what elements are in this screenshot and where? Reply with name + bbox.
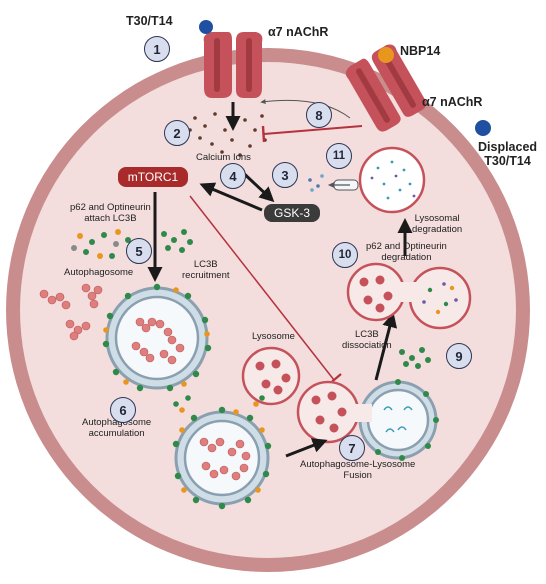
fusion-structure: [296, 379, 439, 461]
ligand-nbp14: [378, 47, 394, 63]
label-p62-degrad: p62 and Optineurin degradation: [366, 241, 447, 263]
gsk3-box: GSK-3: [264, 204, 320, 222]
label-lc3b-recruit: LC3B recruitment: [182, 259, 230, 281]
inhibit-line-8: [263, 125, 363, 135]
receptor-top: [203, 32, 263, 98]
inhibit-bar-8: [261, 125, 266, 143]
ligand-displaced: [475, 120, 491, 136]
autophagosome-top: [102, 283, 212, 392]
label-a7-nachr-top: α7 nAChR: [268, 25, 329, 39]
step-7: 7: [339, 435, 365, 461]
label-fusion: Autophagosome-Lysosome Fusion: [300, 459, 416, 481]
degradation-structure: [346, 262, 472, 330]
step-11: 11: [326, 143, 352, 169]
mtorc1-box: mTORC1: [118, 167, 188, 187]
step-1: 1: [144, 36, 170, 62]
lysosome: [241, 346, 301, 406]
p62-optineurin-dots: [71, 229, 193, 259]
arrow-fusion-to-degradation: [374, 312, 398, 381]
label-lysosome: Lysosome: [252, 331, 295, 342]
label-a7-nachr-right: α7 nAChR: [422, 95, 483, 109]
label-autophagosome: Autophagosome: [64, 267, 134, 278]
degradation-products: [308, 174, 324, 192]
label-lc3b-dissoc: LC3B dissociation: [342, 329, 392, 351]
step-8: 8: [306, 102, 332, 128]
step-2: 2: [164, 120, 190, 146]
label-nbp14: NBP14: [400, 44, 441, 58]
lysosomal-degradation-vesicle: [358, 146, 426, 214]
label-p62-attach: p62 and Optineurin attach LC3B: [70, 202, 151, 224]
autophagosome-bottom: [172, 395, 272, 510]
arrow-to-fusion: [285, 438, 328, 458]
step-3: 3: [272, 162, 298, 188]
step-5: 5: [126, 238, 152, 264]
step-6: 6: [110, 397, 136, 423]
ligand-top: [199, 20, 213, 34]
step-9: 9: [446, 343, 472, 369]
autophagosome-cargo-left: [39, 283, 103, 341]
label-autophagosome-accum: Autophagosome accumulation: [82, 417, 152, 439]
label-calcium-ions: Calcium Ions: [196, 152, 251, 163]
step-10: 10: [332, 242, 358, 268]
arrow-calcium-to-mtorc1: [199, 182, 263, 212]
step-4: 4: [220, 163, 246, 189]
released-lc3b-dots: [399, 347, 431, 369]
label-lyso-degrad: Lysosomal degradation: [412, 213, 463, 235]
label-t30-t14-top: T30/T14: [126, 14, 173, 28]
inhibit-line-mtorc1: [189, 195, 335, 381]
label-displaced: Displaced T30/T14: [478, 140, 538, 169]
